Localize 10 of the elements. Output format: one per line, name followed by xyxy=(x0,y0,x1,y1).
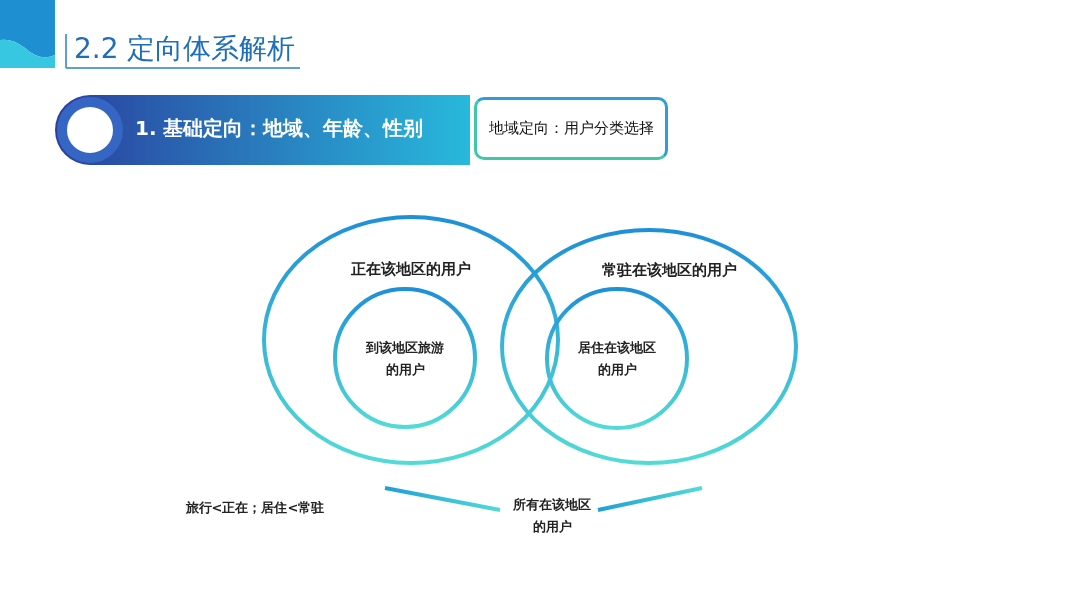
circle-label: 到该地区旅游的用户 xyxy=(365,339,445,380)
section-banner xyxy=(55,95,470,165)
circle-label: 居住在该地区的用户 xyxy=(577,339,657,380)
note-text: 旅行<正在；居住<常驻 xyxy=(184,499,326,517)
note-text: 所有在该地区的用户 xyxy=(512,496,592,537)
slide-title: 2.2 定向体系解析 xyxy=(74,31,296,67)
banner-text: 1. 基础定向：地域、年龄、性别 xyxy=(135,115,424,142)
circle-label: 正在该地区的用户 xyxy=(350,259,472,280)
circle-label: 常驻在该地区的用户 xyxy=(600,260,738,281)
label-box: 地域定向：用户分类选择 xyxy=(474,97,668,160)
